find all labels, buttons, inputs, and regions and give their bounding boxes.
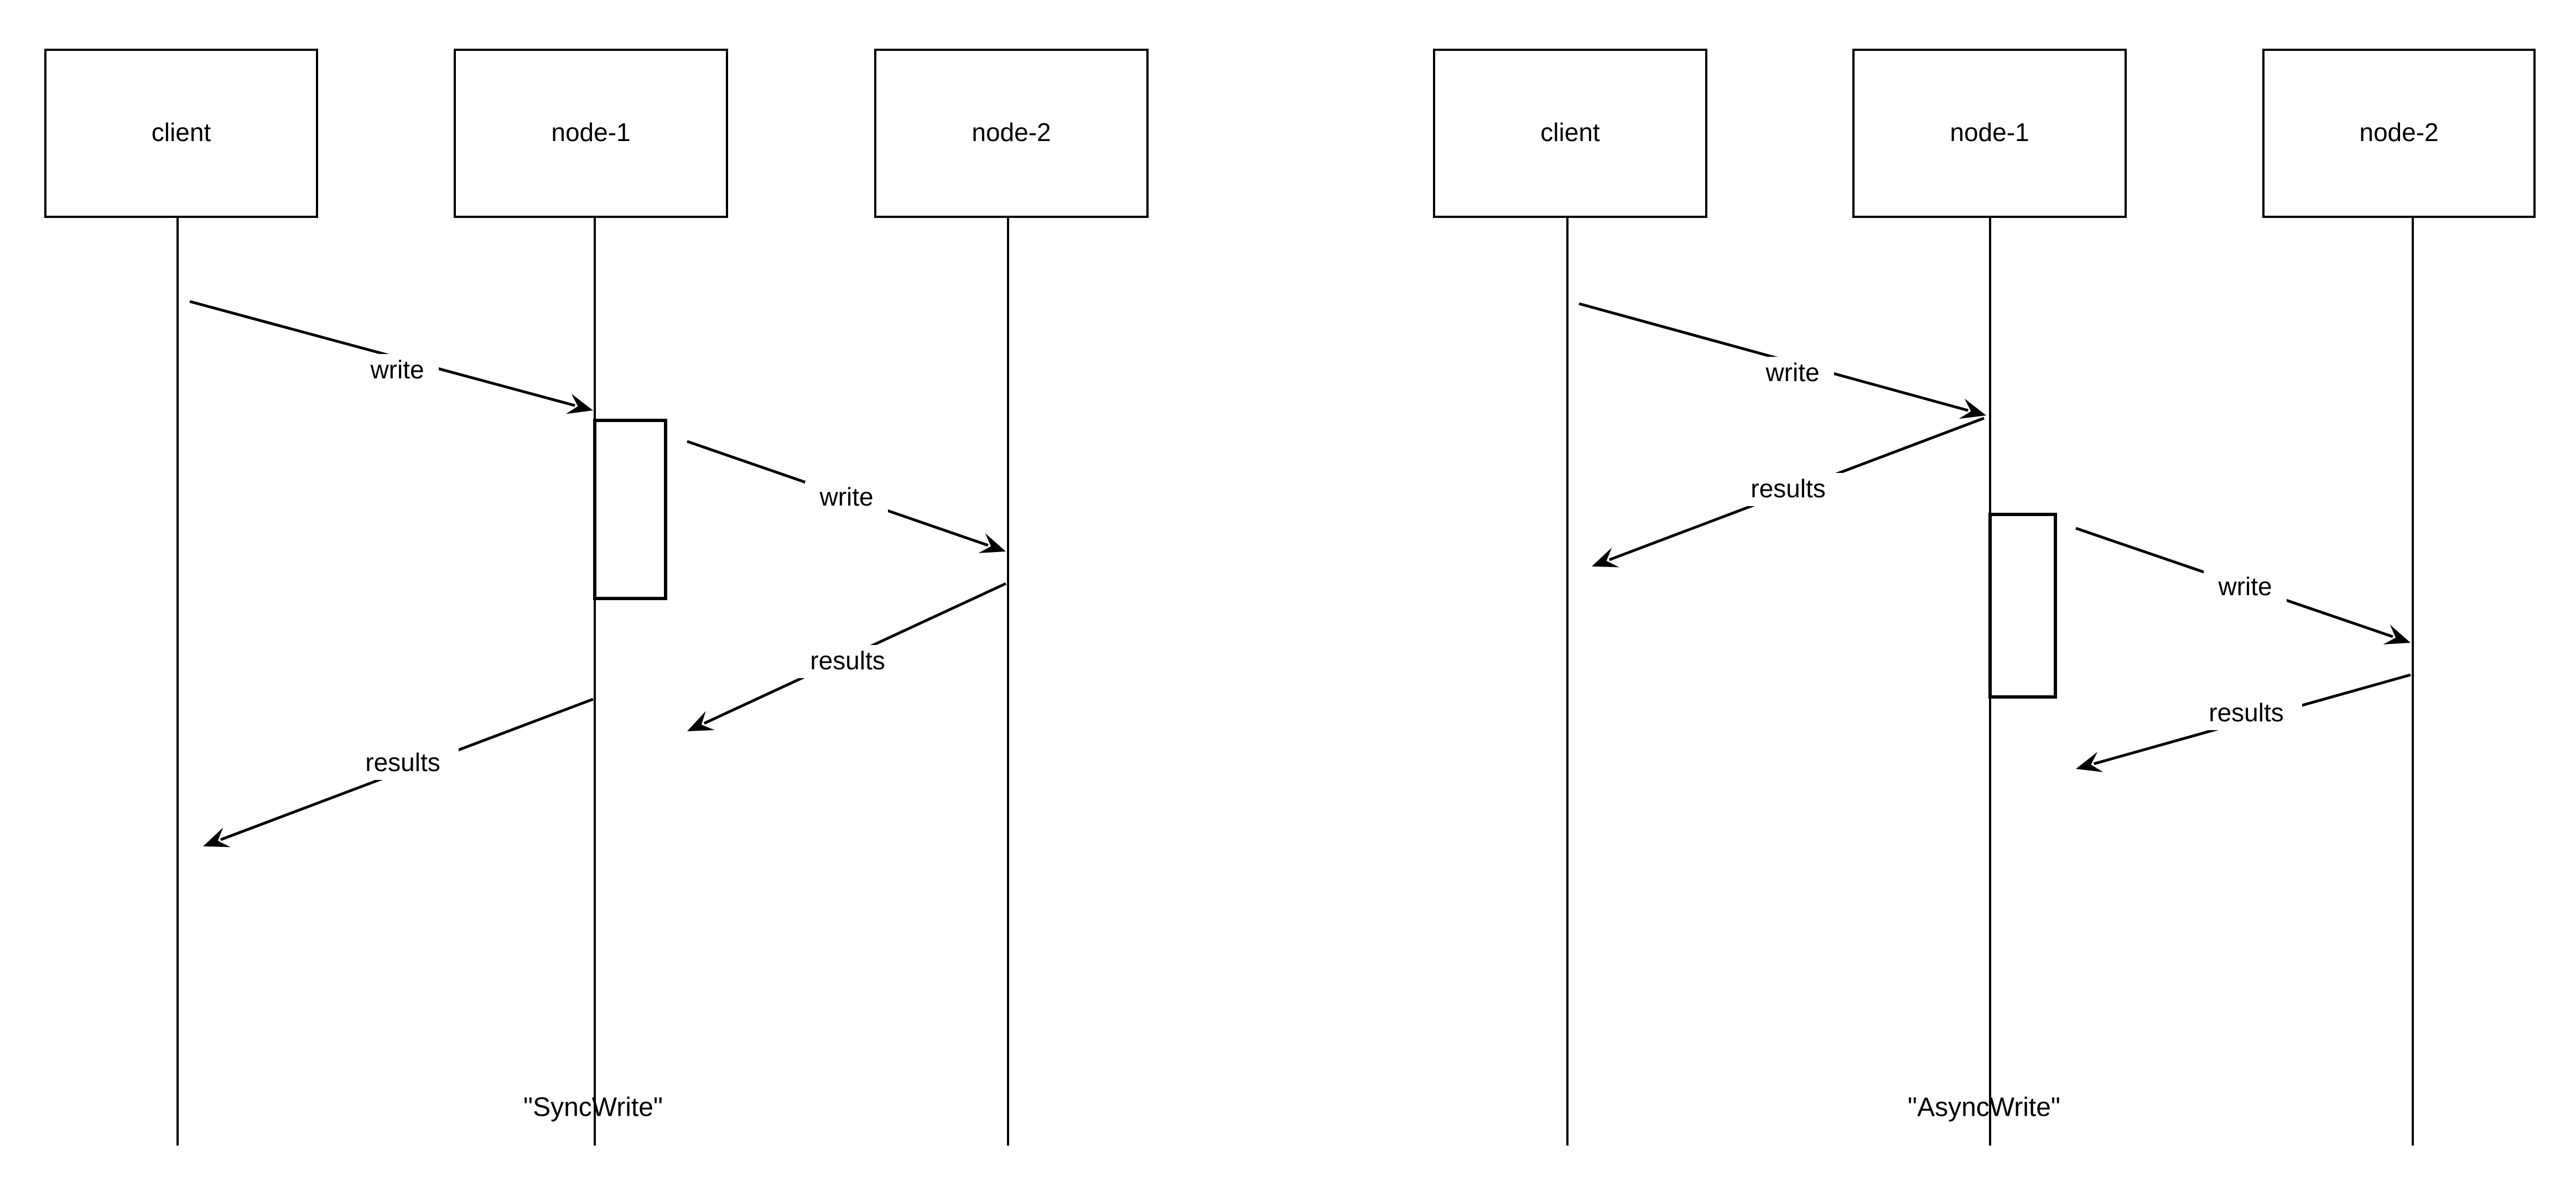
- participant-box-node-2[interactable]: [874, 49, 1149, 218]
- message-label-node2-results-node1: results: [810, 646, 885, 675]
- message-label-client-write-node1: write: [370, 355, 424, 384]
- arrow-head-icon: [2383, 624, 2411, 645]
- message-label-backdrop: [1751, 357, 1834, 390]
- message-node2-results-node1[interactable]: results: [687, 582, 1007, 731]
- message-label-backdrop: [792, 645, 903, 678]
- message-node1-results-client[interactable]: results: [203, 698, 594, 847]
- participant-box-client[interactable]: [44, 49, 318, 218]
- arrow-head-icon: [2076, 752, 2104, 772]
- message-label-node1-write-node2: write: [2217, 572, 2272, 601]
- message-label-backdrop: [356, 354, 439, 387]
- diagram-caption-async-write: "AsyncWrite": [1908, 1093, 2060, 1122]
- message-label-backdrop: [1732, 473, 1844, 506]
- message-label-client-write-node1: write: [1765, 358, 1819, 387]
- message-label-backdrop: [347, 747, 459, 780]
- message-node1-write-node2[interactable]: write: [687, 440, 1006, 553]
- arrow-head-icon: [687, 711, 715, 731]
- participant-label-node-2: node-2: [2359, 118, 2438, 147]
- sequence-diagram-async-write: client node-1 node-2 write results write resul…: [1433, 49, 2536, 1146]
- message-label-backdrop: [2204, 571, 2287, 604]
- participant-box-node-1[interactable]: [1852, 49, 2127, 218]
- arrow-head-icon: [565, 393, 593, 414]
- participant-box-node-1[interactable]: [454, 49, 728, 218]
- message-client-write-node1[interactable]: write: [189, 300, 593, 414]
- participant-label-client: client: [1540, 118, 1600, 147]
- participant-box-client[interactable]: [1433, 49, 1707, 218]
- message-node1-write-node2[interactable]: write: [2075, 527, 2411, 645]
- arrow-head-icon: [1959, 398, 1986, 419]
- participant-label-node-1: node-1: [551, 118, 630, 147]
- message-label-node2-results-node1: results: [2209, 698, 2283, 727]
- participant-box-node-2[interactable]: [2262, 49, 2536, 218]
- message-node1-results-client[interactable]: results: [1592, 417, 1985, 568]
- participant-label-node-2: node-2: [972, 118, 1051, 147]
- message-label-node1-results-client: results: [1751, 474, 1825, 503]
- message-line-client-write-node1: [189, 300, 575, 407]
- sequence-diagram-sync-write: client node-1 node-2 write write results resul…: [44, 49, 1149, 1146]
- message-client-write-node1[interactable]: write: [1578, 302, 1986, 419]
- arrow-head-icon: [1592, 547, 1619, 568]
- arrow-head-icon: [203, 827, 231, 847]
- arrow-head-icon: [978, 533, 1006, 553]
- activation-node-1-activation[interactable]: [1988, 513, 2057, 699]
- message-node2-results-node1[interactable]: results: [2076, 673, 2411, 772]
- diagram-caption-sync-write: "SyncWrite": [523, 1093, 663, 1122]
- message-label-backdrop: [805, 481, 888, 514]
- message-label-node1-results-client: results: [365, 748, 440, 777]
- participant-label-node-1: node-1: [1950, 118, 2029, 147]
- message-label-backdrop: [2190, 697, 2302, 730]
- activation-node-1-activation[interactable]: [593, 419, 667, 600]
- message-label-node1-write-node2: write: [819, 482, 873, 511]
- participant-label-client: client: [152, 118, 211, 147]
